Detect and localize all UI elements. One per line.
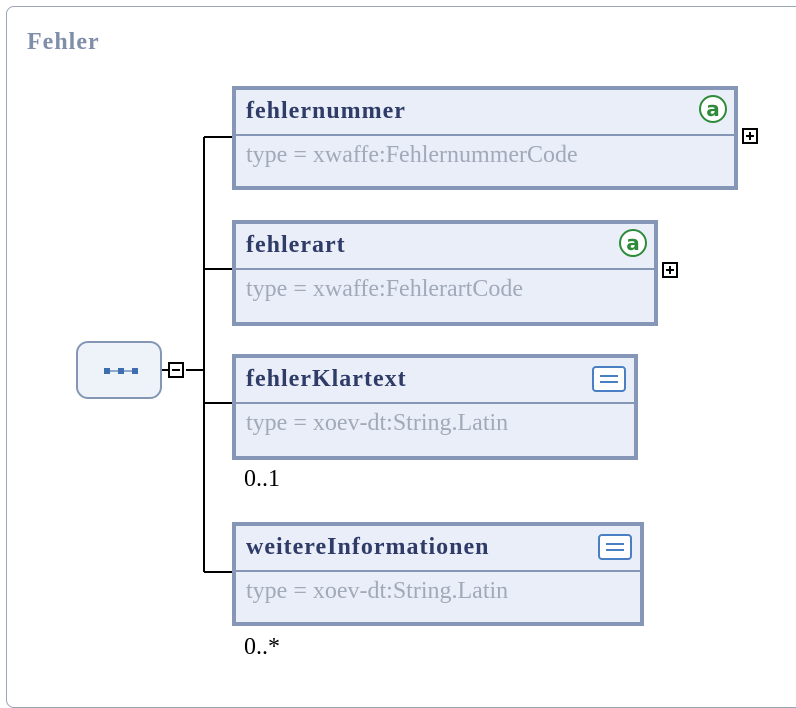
element-name: fehlernummer: [246, 98, 406, 124]
element-weitereInformationen[interactable]: weitereInformationen type = xoev-dt:Stri…: [232, 522, 644, 626]
occurrence-label: 0..1: [244, 466, 280, 492]
element-name: weitereInformationen: [246, 534, 490, 560]
element-fehlernummer[interactable]: fehlernummer a type = xwaffe:Fehlernumme…: [232, 86, 738, 190]
element-header: fehlerKlartext: [236, 358, 634, 404]
occurrence-label: 0..*: [244, 634, 280, 660]
collapse-toggle-icon[interactable]: [168, 362, 184, 378]
tree-connectors: [162, 136, 234, 573]
element-type: type = xwaffe:FehlernummerCode: [246, 142, 578, 168]
sequence-compositor-icon: [104, 368, 138, 374]
text-content-icon: [592, 366, 626, 392]
element-header: fehlernummer a: [236, 90, 734, 136]
element-type: type = xoev-dt:String.Latin: [246, 578, 509, 604]
sequence-compositor[interactable]: [76, 341, 162, 399]
svg-text:a: a: [706, 97, 720, 121]
element-fehlerart[interactable]: fehlerart a type = xwaffe:FehlerartCode: [232, 220, 658, 326]
element-fehlerKlartext[interactable]: fehlerKlartext type = xoev-dt:String.Lat…: [232, 354, 638, 460]
element-header: weitereInformationen: [236, 526, 640, 572]
expand-toggle-icon[interactable]: [742, 128, 758, 144]
attribute-icon: a: [619, 229, 647, 257]
expand-toggle-icon[interactable]: [662, 262, 678, 278]
element-name: fehlerKlartext: [246, 366, 407, 392]
diagram-title: Fehler: [27, 29, 100, 55]
element-header: fehlerart a: [236, 224, 654, 270]
element-type: type = xwaffe:FehlerartCode: [246, 276, 523, 302]
text-content-icon: [598, 534, 632, 560]
element-type: type = xoev-dt:String.Latin: [246, 410, 509, 436]
attribute-icon: a: [699, 95, 727, 123]
element-name: fehlerart: [246, 232, 346, 258]
svg-text:a: a: [626, 231, 640, 255]
